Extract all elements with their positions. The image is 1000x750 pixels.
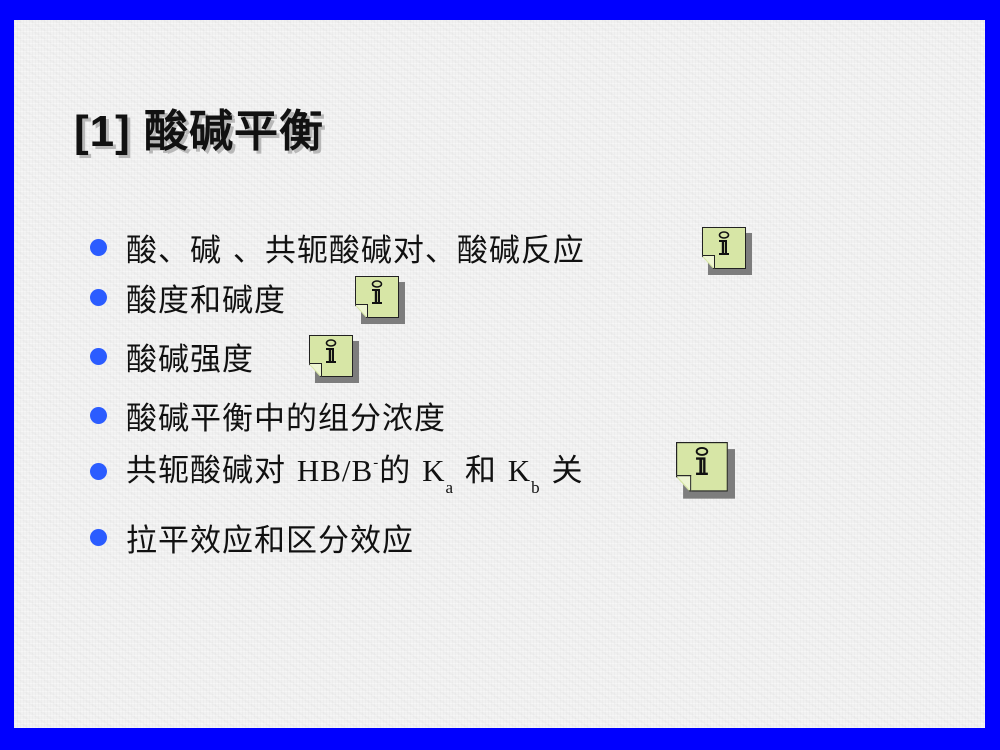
bullet-item-acid-base-strength: 酸碱强度 bbox=[90, 331, 254, 381]
subscript-a: a bbox=[445, 477, 455, 497]
text-part: 的 bbox=[379, 452, 423, 489]
bullet-dot-icon bbox=[90, 238, 107, 256]
info-note-icon[interactable] bbox=[702, 227, 752, 275]
subscript-b: b bbox=[531, 477, 541, 497]
info-note-icon[interactable] bbox=[309, 335, 359, 383]
symbol-k: K bbox=[507, 452, 532, 488]
bullet-item-component-concentration: 酸碱平衡中的组分浓度 bbox=[90, 390, 446, 440]
bullet-item-acidity-basicity: 酸度和碱度 bbox=[90, 272, 286, 322]
bullet-item-ka-kb-relation: 共轭酸碱对 HB/B-的 Ka 和 Kb 关 bbox=[90, 445, 583, 498]
symbol-k: K bbox=[422, 452, 446, 488]
bullet-dot-icon bbox=[90, 288, 107, 306]
text-part: 共轭酸碱对 bbox=[126, 452, 297, 489]
formula-hb-b: HB/B bbox=[296, 452, 374, 488]
bullet-text: 酸碱平衡中的组分浓度 bbox=[126, 400, 446, 437]
bullet-dot-icon bbox=[90, 462, 107, 480]
bullet-dot-icon bbox=[90, 406, 107, 424]
bullet-text: 拉平效应和区分效应 bbox=[126, 522, 414, 559]
bullet-text: 酸碱强度 bbox=[126, 341, 254, 378]
text-part: 关 bbox=[540, 452, 584, 489]
bullet-dot-icon bbox=[90, 347, 107, 365]
slide-canvas bbox=[14, 20, 985, 728]
text-part: 和 bbox=[454, 452, 508, 489]
info-note-icon[interactable] bbox=[355, 276, 405, 324]
bullet-text: 共轭酸碱对 HB/B-的 Ka 和 Kb 关 bbox=[126, 445, 583, 498]
bullet-text: 酸、碱 、共轭酸碱对、酸碱反应 bbox=[126, 232, 585, 269]
superscript-minus: - bbox=[373, 454, 380, 471]
bullet-item-acid-base: 酸、碱 、共轭酸碱对、酸碱反应 bbox=[90, 222, 585, 272]
info-note-icon[interactable] bbox=[676, 442, 735, 499]
bullet-item-leveling-differentiating: 拉平效应和区分效应 bbox=[90, 512, 414, 562]
slide-title: [1] 酸碱平衡 bbox=[74, 107, 324, 156]
bullet-dot-icon bbox=[90, 528, 107, 546]
bullet-text: 酸度和碱度 bbox=[126, 282, 286, 319]
